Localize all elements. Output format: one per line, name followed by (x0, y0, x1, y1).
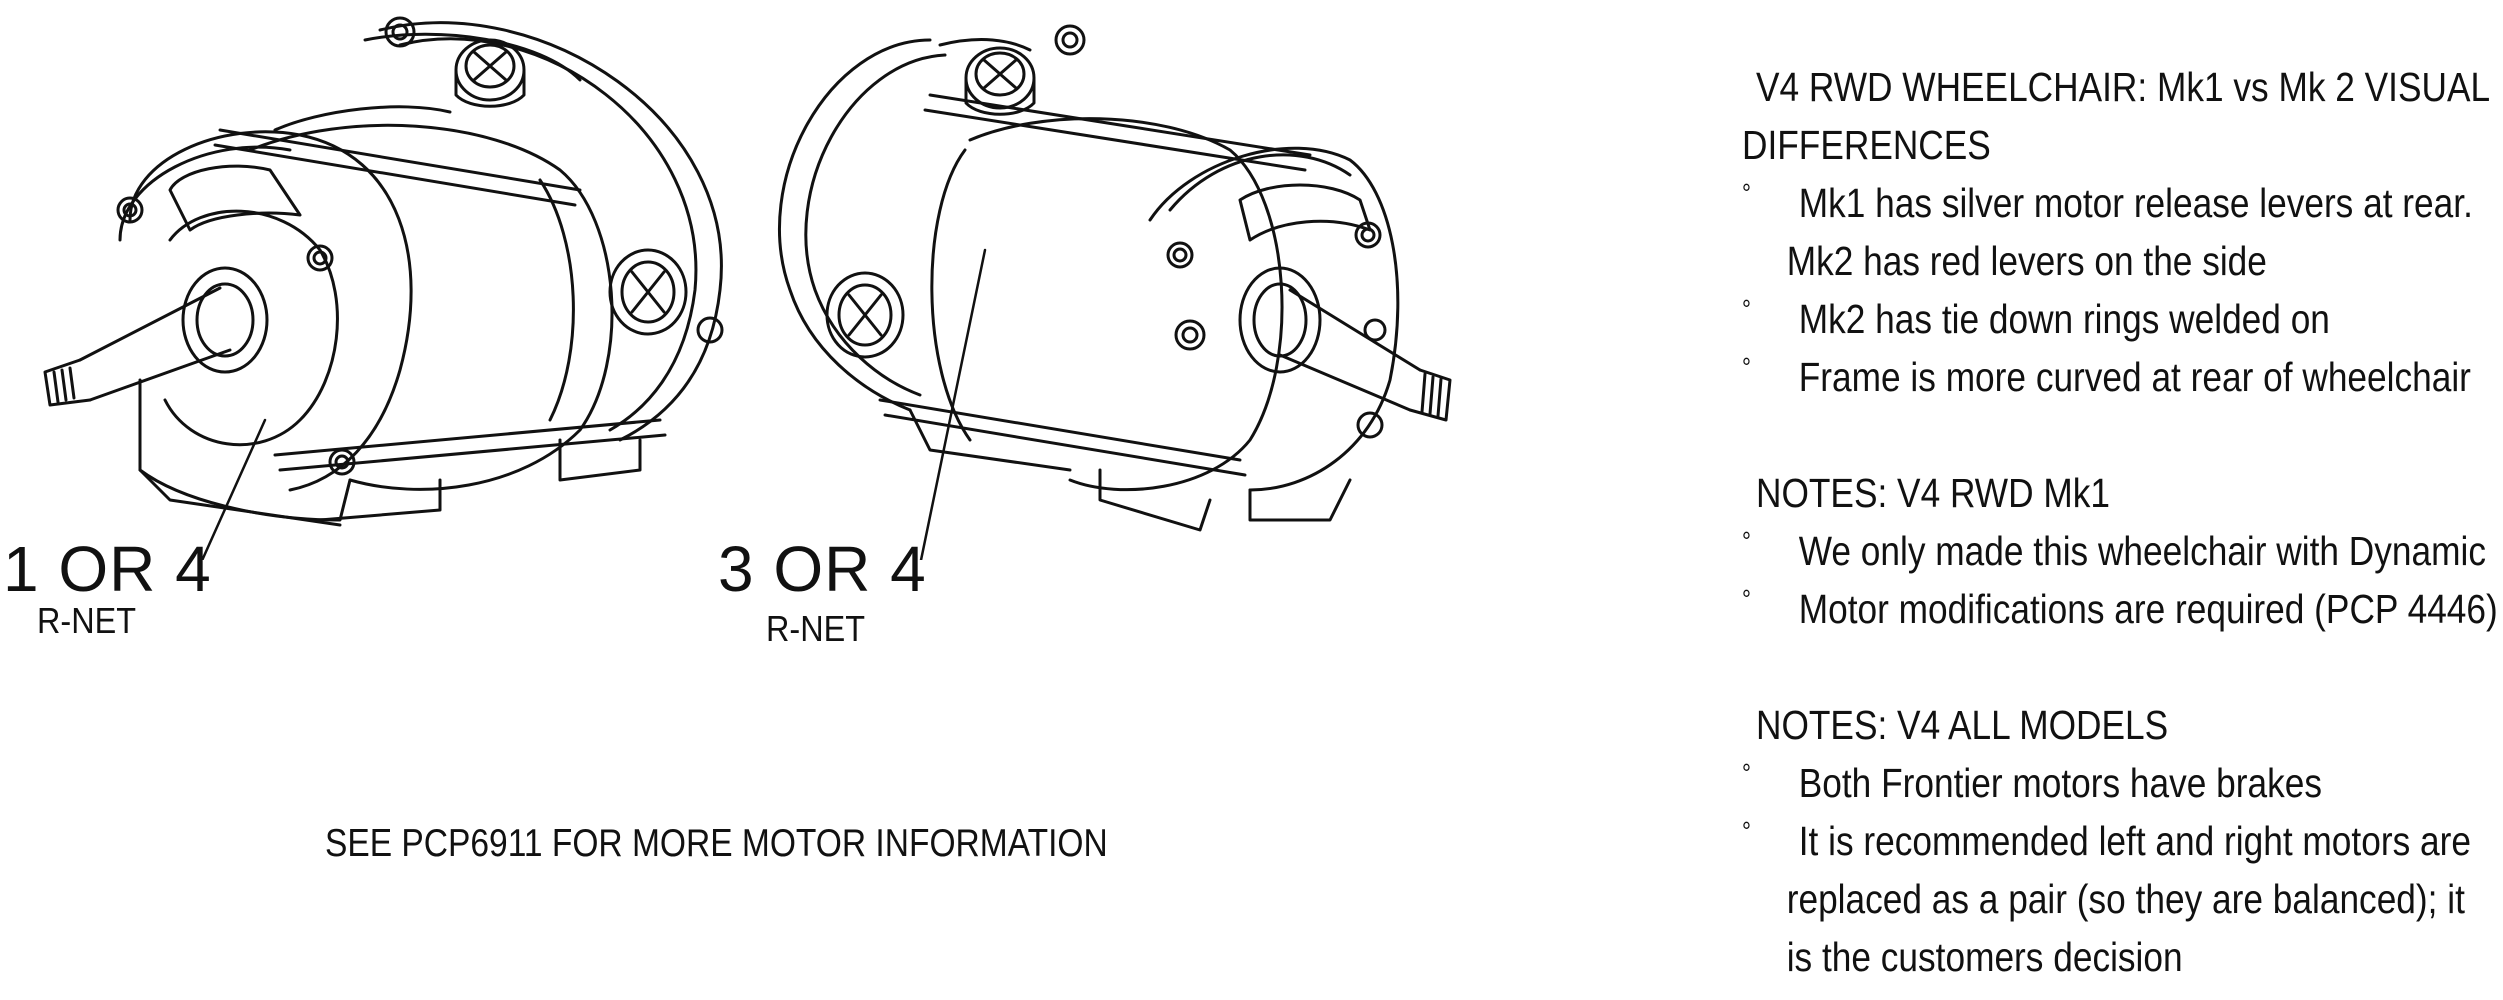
vent-cap-side (608, 248, 688, 336)
list-item-text: Both Frontier motors have brakes (1798, 760, 2323, 806)
section-title: NOTES: V4 RWD Mk1 (1756, 470, 2110, 516)
list-item-text-continued: replaced as a pair (so they are balanced… (1786, 876, 2465, 922)
list-item: ° Frame is more curved at rear of wheelc… (1742, 348, 2471, 406)
left-motor-label: 1 OR 4 (3, 533, 212, 605)
list-item-text: It is recommended left and right motors … (1798, 818, 2471, 864)
bolt (306, 244, 334, 272)
bolt (1354, 221, 1382, 249)
all-models-notes-list: ° Both Frontier motors have brakes ° It … (1742, 754, 2502, 986)
left-motor-callout: 1 OR 4 R-NET (3, 537, 212, 641)
bullet-icon: ° (1742, 584, 1751, 614)
bullet-icon: ° (1742, 352, 1751, 382)
section-title-continued: DIFFERENCES (1742, 122, 1991, 168)
bullet-icon: ° (1742, 526, 1751, 556)
list-item-text: Frame is more curved at rear of wheelcha… (1798, 354, 2471, 400)
list-item-text: Mk2 has tie down rings welded on (1798, 296, 2330, 342)
vent-cap-side (825, 271, 905, 359)
rwd-mk1-notes-list: ° We only made this wheelchair with Dyna… (1742, 522, 2502, 638)
right-motor-drawing (778, 24, 1452, 560)
bolt (1174, 319, 1206, 351)
list-item: ° We only made this wheelchair with Dyna… (1742, 522, 2486, 580)
left-leader-line (200, 418, 267, 560)
section-title: NOTES: V4 ALL MODELS (1756, 702, 2169, 748)
right-motor-label: 3 OR 4 (718, 533, 927, 605)
bolt (1363, 318, 1387, 342)
bolt (384, 16, 416, 48)
visual-differences-section: V4 RWD WHEELCHAIR: Mk1 vs Mk 2 VISUAL DI… (1742, 58, 2502, 406)
rwd-mk1-notes-section: NOTES: V4 RWD Mk1 ° We only made this wh… (1742, 464, 2502, 638)
bolt (1054, 24, 1086, 56)
notes-panel: V4 RWD WHEELCHAIR: Mk1 vs Mk 2 VISUAL DI… (1742, 58, 2502, 986)
right-motor-sublabel: R-NET (766, 608, 865, 649)
output-shaft (43, 266, 269, 407)
left-motor-sublabel: R-NET (37, 600, 136, 641)
bullet-icon: ° (1742, 758, 1751, 788)
differences-list: ° Mk1 has silver motor release levers at… (1742, 174, 2502, 406)
list-item: ° Motor modifications are required (PCP … (1742, 580, 2498, 638)
vent-cap-top (964, 46, 1036, 116)
list-item: ° Mk1 has silver motor release levers at… (1742, 174, 2473, 290)
list-item: ° Mk2 has tie down rings welded on (1742, 290, 2396, 348)
bolt (116, 196, 144, 224)
list-item-text: Motor modifications are required (PCP 44… (1798, 586, 2498, 632)
output-shaft (1238, 266, 1452, 422)
bolt (696, 316, 724, 344)
vent-cap-top (454, 38, 526, 108)
right-leader-line (919, 248, 987, 560)
bolt (328, 448, 356, 476)
left-motor-drawing (43, 16, 724, 560)
bullet-icon: ° (1742, 816, 1751, 846)
all-models-notes-section: NOTES: V4 ALL MODELS ° Both Frontier mot… (1742, 696, 2502, 986)
bullet-icon: ° (1742, 294, 1751, 324)
list-item: ° Both Frontier motors have brakes (1742, 754, 2396, 812)
list-item-text: Mk1 has silver motor release levers at r… (1798, 180, 2473, 226)
bolt (1166, 241, 1194, 269)
list-item: ° It is recommended left and right motor… (1742, 812, 2471, 986)
bolt (1356, 411, 1384, 439)
section-title: V4 RWD WHEELCHAIR: Mk1 vs Mk 2 VISUAL (1756, 64, 2491, 110)
list-item-text: We only made this wheelchair with Dynami… (1798, 528, 2486, 574)
reference-note: SEE PCP6911 FOR MORE MOTOR INFORMATION (325, 822, 1108, 865)
list-item-text-continued: Mk2 has red levers on the side (1786, 238, 2267, 284)
right-motor-callout: 3 OR 4 R-NET (718, 537, 927, 649)
bullet-icon: ° (1742, 178, 1751, 208)
list-item-text-continued: is the customers decision (1786, 934, 2183, 980)
